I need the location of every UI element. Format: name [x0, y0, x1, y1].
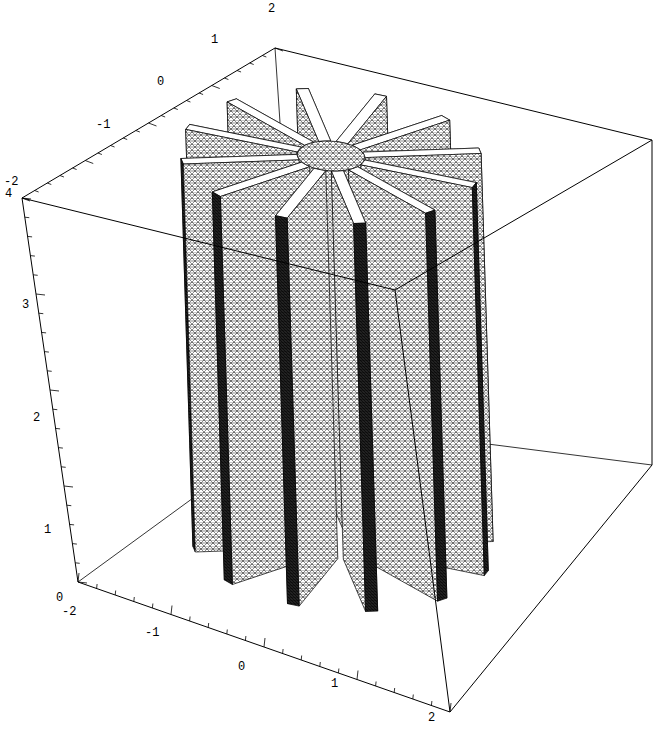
axis-tick: [78, 582, 87, 583]
axis-tick: [64, 486, 73, 487]
fin-edge: [276, 216, 300, 606]
tick-label: 2: [428, 712, 435, 724]
axis-tick: [208, 623, 210, 628]
axis-tick: [35, 191, 39, 193]
axis-tick: [224, 78, 228, 80]
axis-tick: [115, 591, 117, 596]
tick-label: 1: [331, 678, 338, 690]
axis-tick: [152, 604, 154, 609]
axis-tick: [171, 606, 172, 615]
axis-tick: [47, 370, 52, 372]
axis-tick: [282, 649, 284, 654]
tick-label: 1: [211, 34, 218, 46]
axis-tick: [85, 161, 93, 164]
axis-tick: [319, 662, 321, 667]
axis-tick: [136, 131, 140, 133]
axis-tick: [78, 573, 79, 582]
axis-tick: [338, 669, 340, 674]
axis-tick: [39, 313, 44, 315]
axis-tick: [22, 198, 31, 199]
axis-tick: [44, 351, 49, 353]
tick-label: -1: [96, 119, 110, 131]
axis-tick: [174, 108, 178, 110]
axis-tick: [161, 116, 165, 118]
tick-label: 3: [22, 299, 29, 311]
tick-label: -1: [145, 627, 159, 639]
axis-tick: [42, 332, 47, 334]
axis-tick: [149, 123, 157, 126]
axis-tick: [275, 48, 283, 51]
axis-tick: [186, 101, 190, 103]
axis-tick: [67, 505, 72, 507]
axis-tick: [111, 146, 115, 148]
tick-label: 2: [33, 412, 40, 424]
axis-tick: [96, 584, 98, 589]
axis-ticks: [22, 48, 451, 712]
tick-label: 4: [5, 188, 12, 200]
axis-tick: [36, 294, 45, 295]
axis-tick: [237, 71, 241, 73]
axis-tick: [60, 176, 64, 178]
axis-tick: [30, 255, 35, 257]
axis-tick: [22, 198, 30, 201]
axis-tick: [53, 409, 58, 411]
axis-tick: [375, 682, 377, 687]
axis-tick: [264, 638, 265, 647]
tick-label: -2: [62, 606, 76, 618]
fin-edge: [426, 210, 447, 601]
axis-tick: [33, 274, 38, 276]
fin-edge: [472, 183, 488, 576]
axis-tick: [431, 701, 433, 706]
tick-label: 0: [56, 592, 63, 604]
axis-tick: [133, 597, 135, 602]
axis-tick: [50, 390, 59, 391]
axis-tick: [226, 630, 228, 635]
axis-tick: [245, 636, 247, 641]
fin-edge: [212, 192, 232, 585]
tick-label: -2: [4, 176, 18, 188]
tick-label: 0: [157, 76, 164, 88]
axis-tick: [75, 562, 80, 564]
axis-tick: [56, 428, 61, 430]
axis-tick: [250, 63, 254, 65]
tick-label: 1: [44, 524, 51, 536]
bounding-box: [22, 48, 652, 712]
tick-label: 2: [268, 3, 275, 15]
tick-label: 0: [238, 661, 245, 673]
axis-tick: [73, 168, 77, 170]
axis-tick: [47, 183, 51, 185]
finned-solid: [181, 89, 493, 612]
axis-tick: [72, 543, 77, 545]
axis-tick: [262, 56, 266, 58]
axis-tick: [61, 466, 65, 468]
hub-top: [297, 141, 364, 171]
axis-tick: [123, 138, 127, 140]
axis-tick: [412, 695, 414, 700]
axis-tick: [25, 217, 30, 219]
axis-tick: [357, 671, 358, 680]
axis-tick: [450, 703, 451, 712]
axis-tick: [58, 447, 63, 449]
axis-tick: [301, 656, 303, 661]
fin-edge: [354, 223, 378, 611]
axis-tick: [98, 153, 102, 155]
axis-tick: [199, 93, 203, 95]
axis-tick: [28, 236, 32, 238]
axis-tick: [189, 617, 191, 622]
axis-tick: [212, 86, 220, 89]
axis-tick: [70, 524, 75, 526]
axis-tick: [394, 688, 396, 693]
